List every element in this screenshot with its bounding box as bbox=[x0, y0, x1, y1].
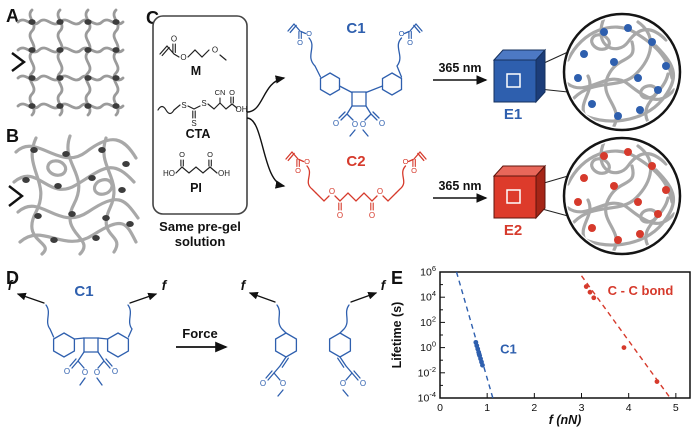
elastomer-e1-label: E1 bbox=[504, 106, 522, 123]
atom-label-o: O bbox=[333, 119, 339, 128]
atom-label-o: O bbox=[379, 119, 385, 128]
pi-structure: HO O O OH bbox=[163, 150, 230, 178]
atom-label-oh: OH bbox=[218, 169, 230, 178]
atom-label-o: O bbox=[180, 53, 186, 62]
c1-under-force-structure: O O O O bbox=[16, 292, 158, 386]
atom-label-o: O bbox=[329, 187, 335, 196]
atom-label-o: O bbox=[360, 379, 366, 388]
atom-label-oh: OH bbox=[236, 105, 248, 114]
crosslinker-c1-structure: O O O O bbox=[287, 23, 423, 137]
atom-label-o: O bbox=[207, 150, 213, 159]
panel-label-d: D bbox=[6, 268, 19, 288]
atom-label-ho: HO bbox=[163, 169, 175, 178]
force-symbol-f: f bbox=[162, 278, 168, 293]
atom-label-o: O bbox=[179, 150, 185, 159]
y-tick-label: 10-2 bbox=[418, 365, 436, 380]
atom-label-s: S bbox=[191, 119, 196, 128]
lifetime-vs-force-chart: 106 104 102 100 10-2 10-40 1 2 3 4 5 Lifetime (s) f … bbox=[390, 264, 691, 427]
data-point bbox=[621, 345, 627, 350]
crosslinker-c1-label: C1 bbox=[346, 20, 365, 37]
y-tick-label: 10-4 bbox=[418, 390, 436, 405]
series-label-2: C - C bond bbox=[608, 283, 674, 298]
y-tick-label: 102 bbox=[420, 314, 436, 329]
atom-label-o: O bbox=[280, 379, 286, 388]
atom-label-o: O bbox=[82, 368, 88, 377]
atom-label-o: O bbox=[352, 120, 358, 129]
panel-label-b: B bbox=[6, 126, 19, 146]
monomer-m-structure: O O O bbox=[159, 35, 227, 62]
monomer-m-label: M bbox=[191, 64, 201, 78]
x-axis-label: f (nN) bbox=[549, 413, 582, 427]
y-axis-label: Lifetime (s) bbox=[390, 302, 404, 369]
atom-label-o: O bbox=[377, 187, 383, 196]
e1-network-magnifier bbox=[562, 12, 682, 132]
panel-b-entangled-network bbox=[8, 134, 140, 256]
x-tick-label: 1 bbox=[484, 402, 490, 414]
force-symbol-f: f bbox=[241, 278, 247, 293]
x-tick-label: 2 bbox=[531, 402, 537, 414]
elastomer-e2-label: E2 bbox=[504, 222, 522, 239]
panel-d-c1-label: C1 bbox=[74, 283, 93, 300]
crosslinker-c2-structure: O O O O bbox=[285, 151, 427, 220]
y-tick-label: 104 bbox=[420, 289, 436, 304]
data-point bbox=[654, 379, 660, 385]
atom-label-o: O bbox=[64, 367, 70, 376]
pi-label: PI bbox=[190, 181, 202, 195]
cta-structure: S S S CN O OH bbox=[157, 88, 248, 128]
pregel-box bbox=[152, 15, 248, 215]
crosslink-dots bbox=[28, 19, 120, 109]
atom-label-o: O bbox=[369, 211, 375, 220]
atom-label-o: O bbox=[94, 368, 100, 377]
cleaved-products-structure: O O O O bbox=[248, 291, 378, 397]
fit-line-2 bbox=[580, 275, 671, 399]
data-point bbox=[583, 284, 589, 289]
x-tick-label: 0 bbox=[437, 402, 443, 414]
force-symbol-f: f bbox=[8, 278, 14, 293]
panel-label-e: E bbox=[391, 268, 403, 288]
force-arrow-label: Force bbox=[182, 326, 217, 341]
data-point bbox=[591, 295, 597, 301]
force-symbol-f: f bbox=[381, 278, 387, 293]
atom-label-o: O bbox=[171, 35, 177, 44]
atom-label-s: S bbox=[181, 101, 186, 110]
cta-label: CTA bbox=[186, 127, 211, 141]
crosslinker-c2-label: C2 bbox=[346, 153, 365, 170]
x-tick-label: 3 bbox=[579, 402, 585, 414]
atom-label-s: S bbox=[201, 99, 206, 108]
branch-arrow-to-c2 bbox=[246, 117, 286, 189]
data-point bbox=[587, 289, 593, 295]
atom-label-o: O bbox=[340, 379, 346, 388]
fit-line-1 bbox=[455, 271, 494, 399]
x-tick-label: 5 bbox=[673, 402, 679, 414]
series-label-1: C1 bbox=[500, 341, 517, 356]
atom-label-cn: CN bbox=[215, 88, 226, 97]
crosslink-dots bbox=[22, 147, 134, 243]
elastomer-e1-cube bbox=[492, 48, 569, 104]
atom-label-o: O bbox=[260, 379, 266, 388]
atom-label-o: O bbox=[112, 367, 118, 376]
atom-label-o: O bbox=[360, 120, 366, 129]
y-tick-label: 106 bbox=[420, 264, 436, 279]
crack-notch bbox=[8, 185, 24, 207]
pregel-caption-line2: solution bbox=[175, 234, 226, 249]
uv-label-e1: 365 nm bbox=[438, 61, 481, 75]
elastomer-e2-cube bbox=[492, 164, 569, 220]
x-tick-label: 4 bbox=[626, 402, 632, 414]
atom-label-o: O bbox=[212, 46, 218, 55]
pregel-caption-line1: Same pre-gel bbox=[159, 219, 241, 234]
atom-label-o: O bbox=[229, 88, 235, 97]
panel-a-grid-network bbox=[11, 8, 125, 117]
panel-label-a: A bbox=[6, 6, 19, 26]
y-tick-label: 100 bbox=[420, 340, 436, 355]
e2-network-magnifier bbox=[562, 136, 682, 256]
branch-arrow-to-c1 bbox=[246, 75, 286, 113]
crack-notch bbox=[11, 52, 26, 72]
chart-frame bbox=[439, 271, 691, 399]
atom-label-o: O bbox=[337, 211, 343, 220]
data-point bbox=[480, 362, 485, 368]
uv-label-e2: 365 nm bbox=[438, 179, 481, 193]
